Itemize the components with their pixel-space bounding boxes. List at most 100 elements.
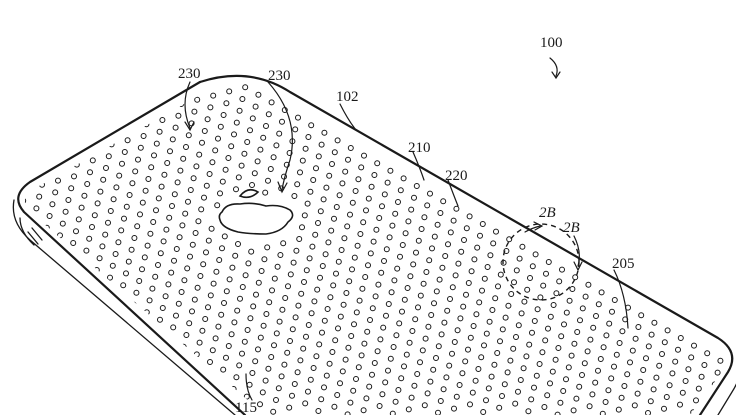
texture-dot — [7, 257, 12, 262]
texture-dot — [437, 398, 444, 404]
texture-dot — [8, 379, 13, 384]
texture-dot — [381, 258, 387, 264]
texture-dot — [57, 232, 63, 239]
texture-dot — [394, 265, 401, 272]
texture-dot — [618, 394, 625, 401]
texture-dot — [89, 224, 95, 230]
texture-dot — [201, 128, 208, 134]
texture-dot — [430, 366, 437, 373]
texture-dot — [318, 396, 325, 403]
texture-dot — [309, 243, 316, 250]
texture-dot — [145, 364, 152, 370]
texture-dot — [391, 277, 398, 284]
texture-dot — [526, 341, 533, 348]
texture-dot — [366, 383, 373, 390]
texture-dot — [305, 134, 312, 140]
texture-dot — [534, 306, 541, 313]
texture-dot — [95, 388, 101, 395]
texture-dot — [501, 381, 508, 388]
texture-dot — [245, 260, 252, 267]
texture-dot — [262, 377, 269, 384]
texture-dot — [214, 202, 221, 209]
texture-dot — [268, 354, 275, 360]
texture-dot — [372, 293, 379, 300]
texture-dot — [439, 264, 446, 271]
texture-dot — [584, 348, 591, 355]
texture-dot — [304, 200, 311, 207]
texture-dot — [36, 193, 43, 200]
texture-dot — [189, 241, 196, 248]
texture-dot — [543, 270, 549, 277]
texture-dot — [305, 388, 311, 395]
texture-dot — [332, 337, 339, 344]
texture-dot — [71, 361, 78, 368]
texture-dot — [307, 188, 314, 195]
texture-dot — [260, 322, 267, 329]
texture-dot — [344, 223, 351, 230]
texture-dot — [109, 329, 115, 336]
texture-dot — [393, 332, 400, 339]
texture-dot — [573, 395, 580, 402]
texture-dot — [677, 401, 683, 408]
texture-dot — [349, 199, 356, 206]
texture-dot — [598, 289, 605, 296]
texture-dot — [302, 145, 309, 152]
texture-dot — [198, 394, 205, 401]
texture-dot — [465, 280, 472, 286]
texture-dot — [129, 368, 136, 375]
label-210: 210 — [408, 140, 431, 156]
texture-dot — [565, 364, 572, 371]
texture-dot — [204, 116, 211, 123]
texture-dot — [163, 226, 170, 233]
texture-dot — [262, 189, 269, 196]
texture-dot — [69, 306, 76, 313]
texture-dot — [236, 362, 243, 369]
texture-dot — [459, 370, 466, 377]
texture-dot — [95, 321, 102, 328]
texture-dot — [355, 176, 362, 183]
texture-dot — [490, 240, 497, 247]
texture-dot — [569, 286, 576, 292]
texture-dot — [316, 341, 323, 348]
texture-dot — [310, 177, 317, 183]
texture-dot — [342, 356, 349, 363]
texture-dot — [18, 398, 23, 403]
texture-dot — [1, 281, 6, 286]
texture-dot — [289, 326, 296, 333]
texture-dot — [437, 210, 444, 216]
texture-dot — [287, 271, 294, 278]
texture-dot — [231, 319, 238, 326]
texture-dot — [308, 122, 315, 129]
texture-dot — [313, 353, 320, 360]
texture-dot — [436, 276, 443, 283]
texture-dot — [211, 402, 218, 408]
texture-dot — [701, 362, 708, 368]
texture-dot — [252, 358, 259, 365]
texture-dot — [339, 368, 346, 375]
texture-dot — [185, 386, 192, 393]
texture-dot — [6, 324, 11, 329]
texture-dot — [45, 279, 52, 286]
texture-dot — [225, 155, 232, 161]
texture-dot — [246, 381, 253, 388]
texture-dot — [294, 181, 301, 188]
texture-dot — [383, 312, 389, 319]
texture-dot — [629, 347, 636, 354]
texture-dot — [175, 112, 182, 119]
texture-dot — [496, 404, 503, 411]
texture-dot — [172, 379, 179, 386]
texture-dot — [688, 354, 695, 361]
texture-dot — [333, 204, 340, 210]
texture-dot — [223, 354, 229, 361]
texture-dot — [137, 144, 144, 151]
texture-dot — [474, 244, 481, 251]
texture-dot — [24, 264, 26, 271]
texture-dot — [148, 352, 155, 359]
texture-dot — [289, 392, 295, 399]
texture-dot — [128, 246, 135, 253]
texture-dot — [270, 408, 277, 415]
texture-dot — [124, 391, 131, 398]
texture-dot — [271, 275, 278, 282]
texture-dot — [402, 230, 409, 237]
texture-dot — [427, 378, 434, 385]
